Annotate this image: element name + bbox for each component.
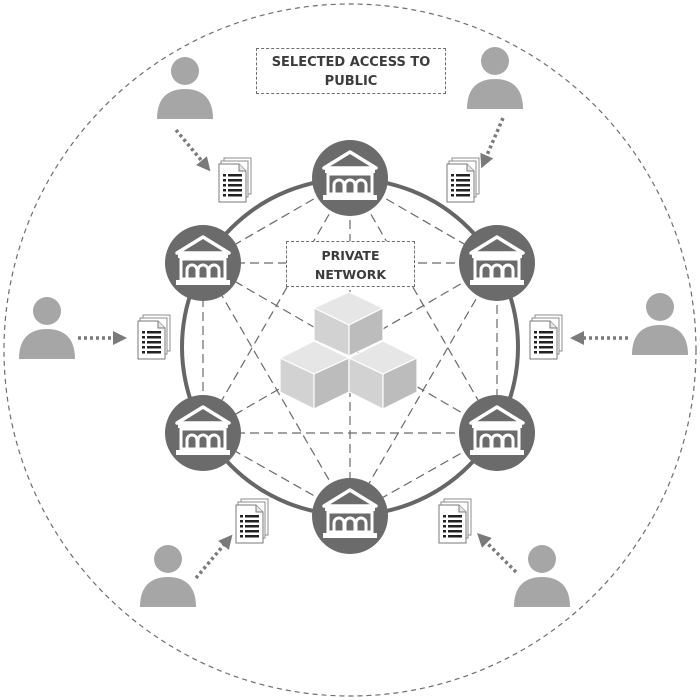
person-icon — [467, 47, 523, 109]
public-access-label-line1: SELECTED ACCESS TO — [271, 55, 431, 70]
node-upper-right — [459, 225, 535, 301]
person-icon — [19, 297, 75, 359]
node-lower-right — [459, 395, 535, 471]
node-top — [312, 140, 388, 216]
access-arrows — [78, 117, 628, 580]
person-icon — [140, 545, 196, 607]
private-network-label: PRIVATE NETWORK — [286, 241, 415, 287]
document-stack-icon — [137, 314, 171, 360]
document-stack-icon — [529, 314, 563, 360]
document-stack-icon — [218, 157, 252, 203]
node-bottom — [312, 478, 388, 554]
node-upper-left — [165, 225, 241, 301]
person-icon — [514, 545, 570, 607]
document-stack-icon — [446, 157, 480, 203]
private-network-label-line2: NETWORK — [314, 267, 387, 282]
node-lower-left — [165, 395, 241, 471]
public-access-label-line2: PUBLIC — [324, 74, 378, 89]
public-boundary-circle — [3, 3, 697, 697]
person-icon — [157, 57, 213, 119]
private-network-label-line1: PRIVATE — [321, 248, 380, 263]
person-icon — [632, 293, 688, 355]
public-access-label: SELECTED ACCESS TO PUBLIC — [256, 48, 446, 94]
blockchain-cubes-icon — [278, 291, 419, 410]
document-stack-icon — [235, 498, 269, 544]
document-stack-icon — [438, 498, 472, 544]
